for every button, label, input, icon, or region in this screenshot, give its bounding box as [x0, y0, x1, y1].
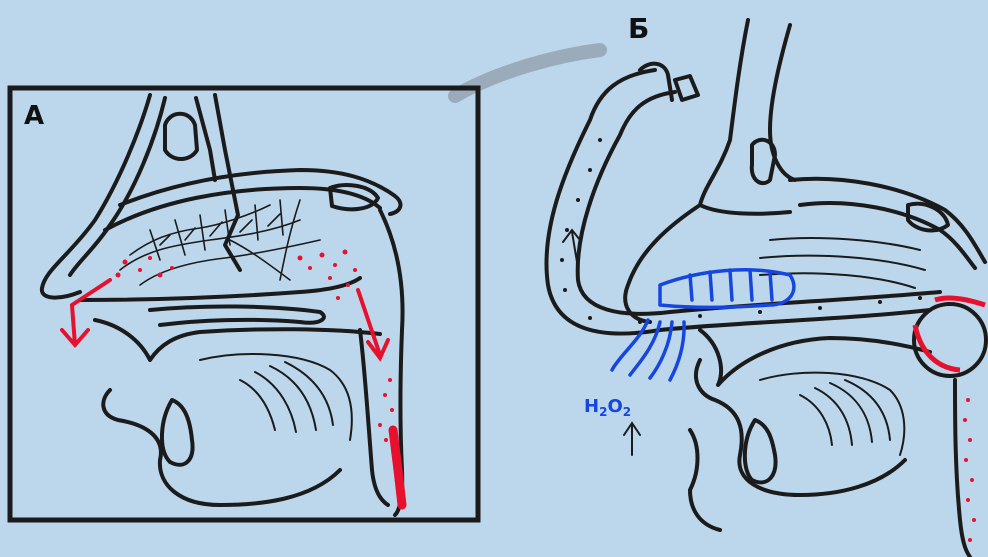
- formula-h: H: [584, 396, 599, 417]
- catheter-outer: [546, 70, 930, 334]
- formula-h-subscript: 2: [599, 405, 607, 419]
- lower-lip-b: [690, 430, 720, 530]
- svg-text:H2O2: H2O2: [584, 396, 631, 419]
- red-dots-pharynx-b: [963, 398, 976, 542]
- turbinate-lower: [150, 306, 324, 325]
- frontal-sinus-b: [752, 140, 775, 183]
- panel-a-label: А: [24, 101, 44, 131]
- mandible-outline: [103, 390, 340, 505]
- panel-a-frame: [10, 88, 478, 520]
- turbinate-b-2: [760, 256, 925, 270]
- tongue-muscle-lines: [240, 362, 333, 432]
- nasopharynx-circle: [914, 304, 986, 376]
- panel-a: А: [10, 88, 478, 520]
- frontal-sinus: [165, 114, 197, 159]
- red-arrow-nostril: [62, 280, 110, 345]
- skull-base-b: [790, 179, 985, 262]
- formula-o-subscript: 2: [623, 405, 631, 419]
- nasal-bridge: [700, 20, 790, 214]
- mandible-bone-b: [745, 420, 776, 482]
- nose-outline: [42, 95, 150, 298]
- jaw-b: [696, 360, 905, 495]
- tongue: [200, 354, 352, 440]
- panel-b: Б H2O2: [546, 12, 986, 557]
- turbinate-b-1: [770, 238, 920, 250]
- peroxide-label: H2O2: [584, 396, 631, 419]
- panel-b-label: Б: [628, 12, 649, 45]
- pharynx-wall-b: [955, 380, 970, 557]
- arrow-up-peroxide: [624, 423, 640, 455]
- tongue-b-muscle-lines: [800, 380, 890, 445]
- nose-inner-outline: [70, 98, 165, 275]
- turbinate-b-3: [760, 273, 915, 288]
- palate-b: [700, 330, 930, 385]
- mandible-bone: [162, 400, 193, 465]
- formula-o: O: [607, 396, 622, 417]
- artery-branch-1: [196, 98, 215, 180]
- vessel-network: [120, 200, 320, 285]
- nasal-floor: [80, 278, 360, 300]
- pharynx-inner: [360, 330, 388, 505]
